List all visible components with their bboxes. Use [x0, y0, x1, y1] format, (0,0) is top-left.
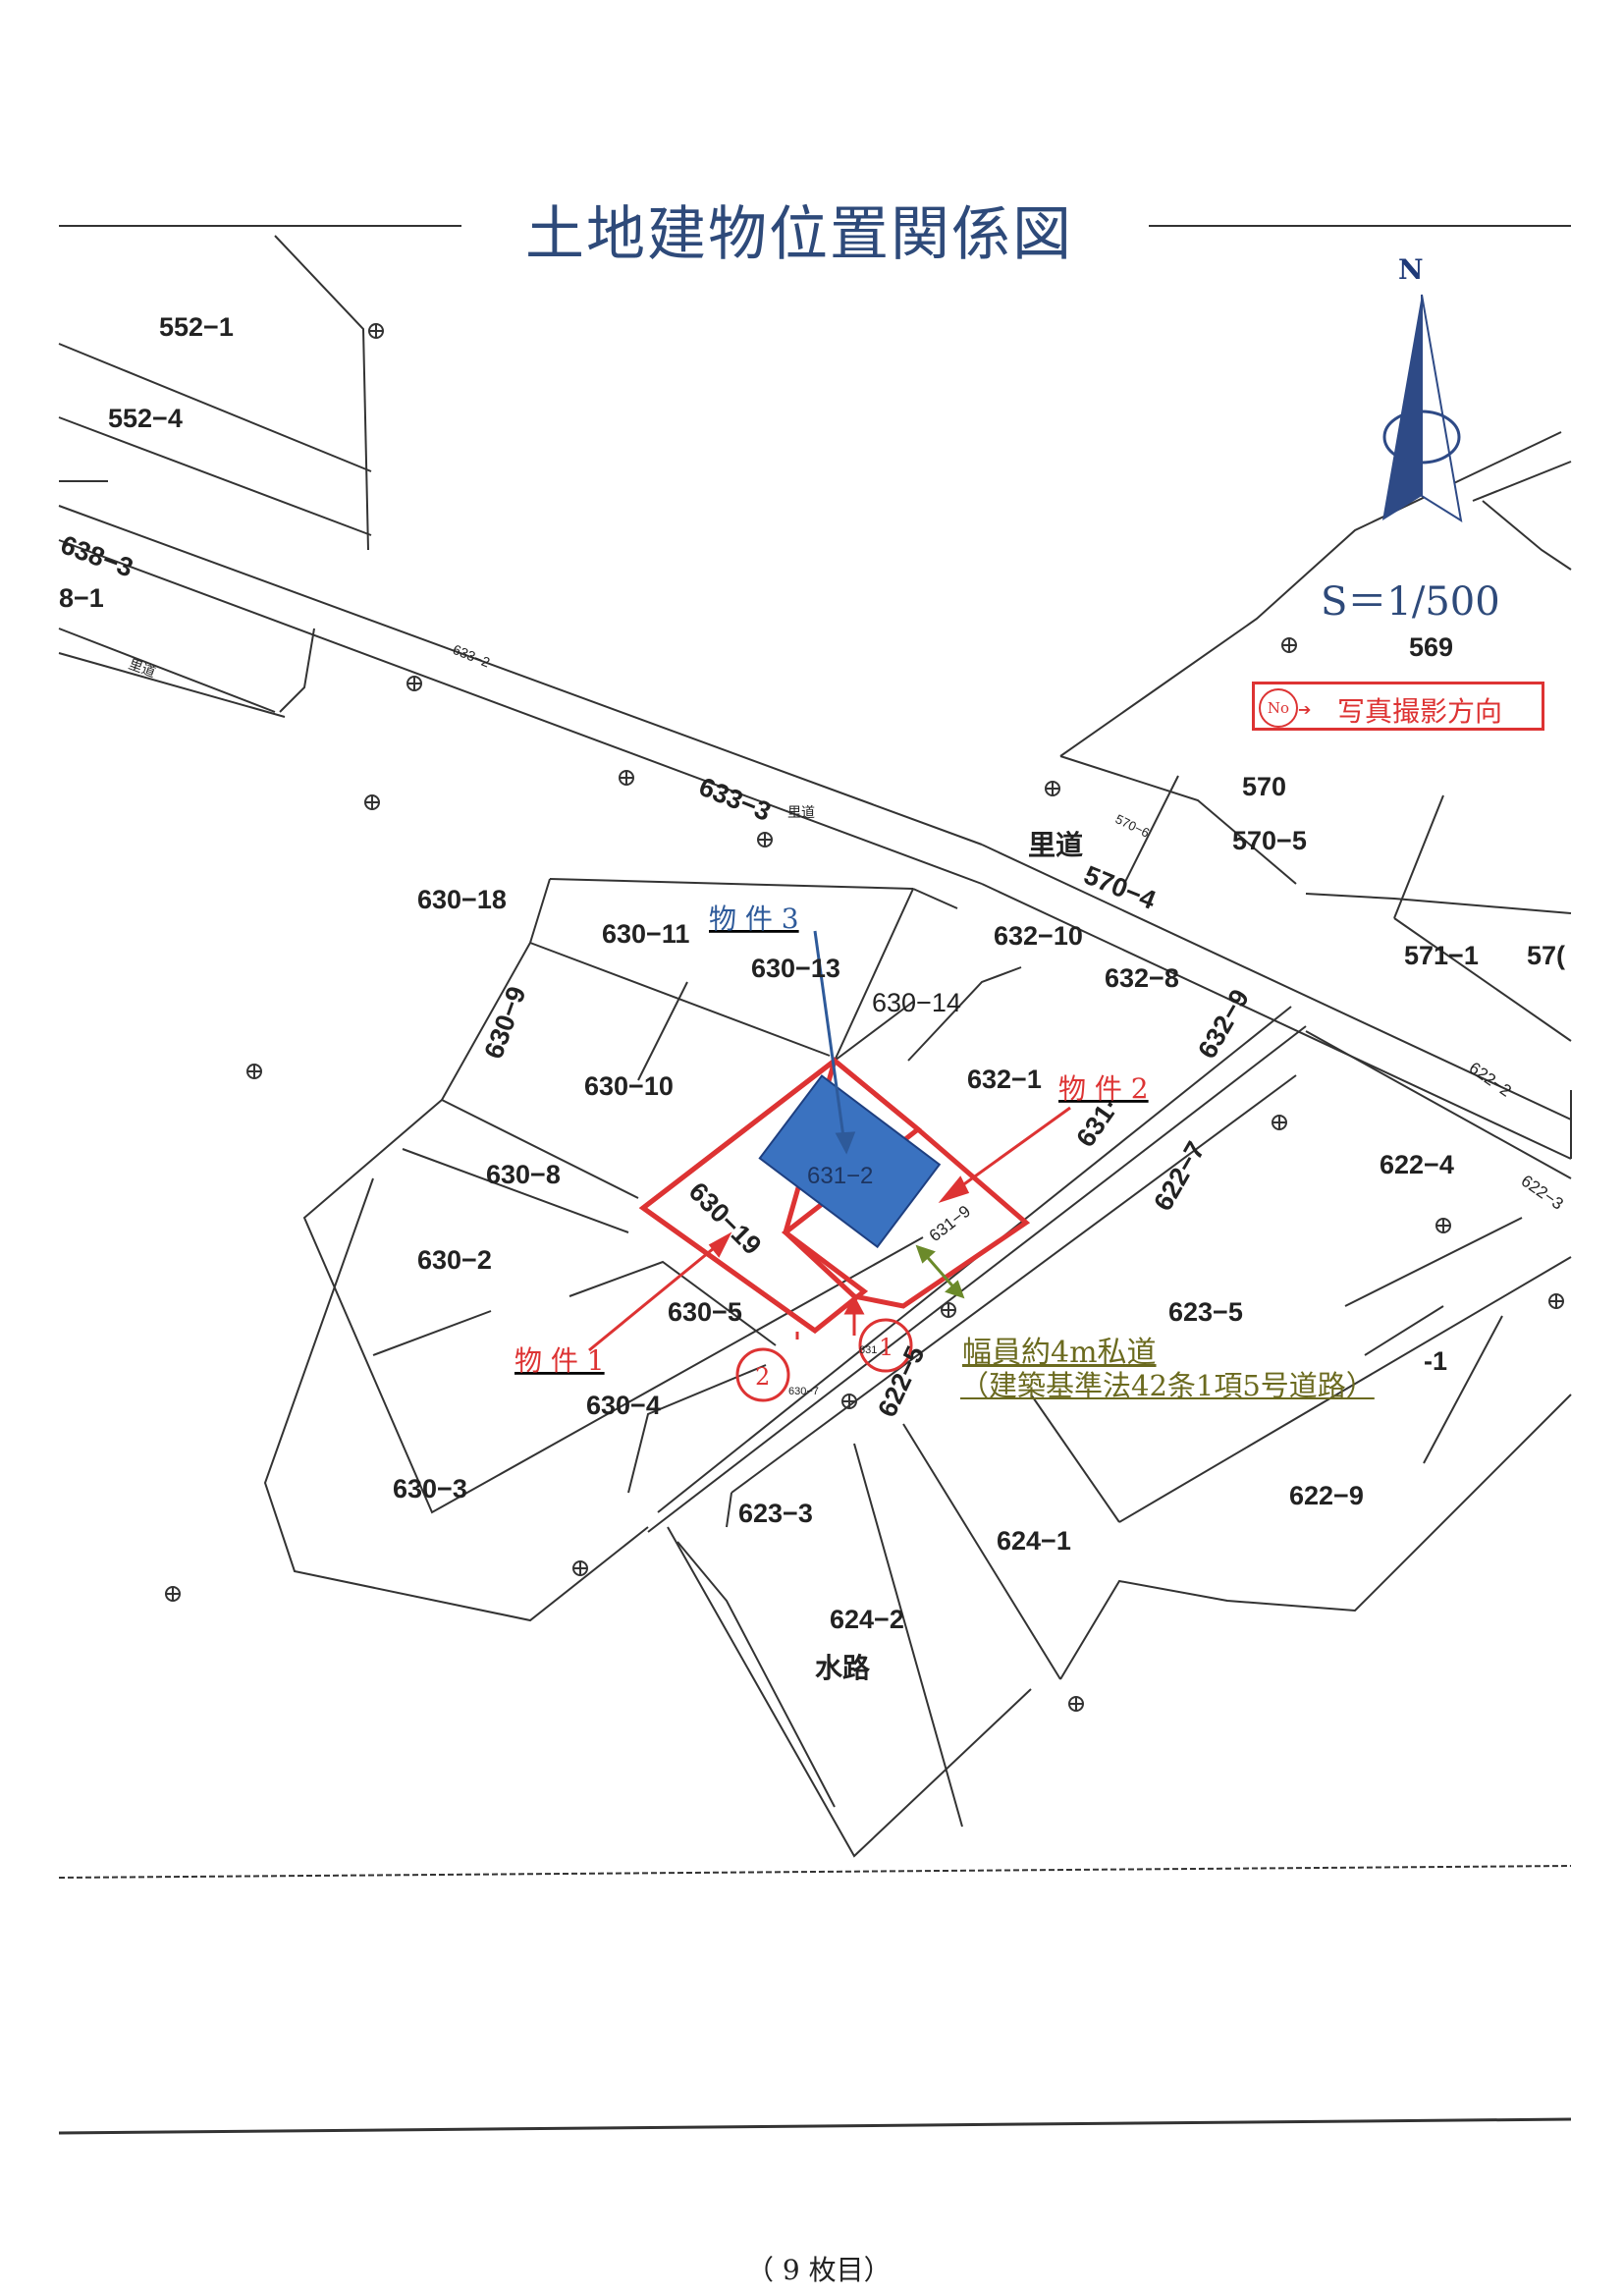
parcel-label: 630−14 — [872, 988, 961, 1017]
parcel-label: 630−5 — [668, 1297, 742, 1327]
parcel-label: 622−9 — [1289, 1481, 1364, 1510]
property-3-pointer — [813, 930, 856, 1155]
parcel-label: 633−3 — [695, 772, 776, 827]
parcel-label: 570−6 — [1113, 811, 1152, 840]
parcel-lines — [58, 235, 1572, 1858]
parcel-label: 622−4 — [1380, 1150, 1454, 1179]
photo-point-numbers: 1 2 — [755, 1334, 893, 1391]
road-width-marker — [915, 1244, 965, 1299]
photo-point-2 — [735, 1347, 790, 1402]
photo-point-2-number: 2 — [755, 1363, 770, 1391]
parcel-label: 631 — [859, 1344, 877, 1356]
building-631-2 — [758, 1074, 942, 1249]
parcel-label: 632−8 — [1105, 963, 1179, 993]
parcel-label: 570−5 — [1232, 826, 1307, 855]
parcel-label: 570−4 — [1080, 860, 1161, 915]
parcel-label: 638−3 — [57, 529, 137, 582]
parcel-label: 630−13 — [751, 954, 840, 983]
parcel-label: 630−3 — [393, 1474, 467, 1503]
photo-point-1-number: 1 — [879, 1334, 893, 1361]
parcel-label: 622−2 — [1466, 1059, 1515, 1101]
parcel-label: 623−3 — [738, 1499, 813, 1528]
photo-point-1 — [858, 1318, 913, 1373]
property-2-label: 物 件 2 — [1058, 1072, 1149, 1105]
parcel-label: 631−2 — [807, 1163, 873, 1189]
parcel-label: 633−2 — [451, 641, 493, 671]
waterway-label: 水路 — [815, 1653, 871, 1683]
property-2-outline — [783, 1056, 1031, 1309]
page-title: 土地建物位置関係図 — [525, 200, 1073, 269]
property-1-label: 物 件 1 — [514, 1344, 605, 1377]
page-number: （ 9 枚目） — [746, 2254, 892, 2286]
parcel-label: 630−4 — [586, 1391, 661, 1420]
property-pointers — [588, 1106, 1071, 1352]
benchmark-markers — [165, 323, 1564, 1712]
north-arrow-icon — [1382, 294, 1463, 523]
north-label: N — [1398, 253, 1424, 286]
footer-rules — [58, 1865, 1572, 2135]
parcel-label: 631−9 — [926, 1202, 974, 1245]
property-labels: 物 件 1 物 件 2 物 件 3 — [514, 902, 1149, 1377]
parcel-label: 632−1 — [967, 1065, 1042, 1094]
parcel-label: 8−1 — [59, 583, 104, 613]
parcel-label: 552−1 — [159, 312, 234, 342]
parcel-label: 624−1 — [997, 1526, 1071, 1556]
road-width-note-line2: （建築基準法42条1項5号道路） — [960, 1369, 1375, 1402]
parcel-label: 630−2 — [417, 1245, 492, 1275]
parcel-label: -1 — [1424, 1346, 1447, 1376]
parcel-label: 630−18 — [417, 885, 507, 914]
parcel-label: 552−4 — [108, 404, 183, 433]
road-label: 里道 — [787, 804, 815, 820]
parcel-label: 630−9 — [478, 983, 531, 1064]
parcel-label: 623−5 — [1168, 1297, 1243, 1327]
property-outlines — [638, 1056, 1031, 1335]
property-3-label: 物 件 3 — [709, 902, 799, 935]
parcel-label: 630−8 — [486, 1160, 561, 1189]
road-label: 里道 — [1028, 829, 1083, 860]
photo-point-markers — [735, 1318, 913, 1402]
road-width-note-line1: 幅員約4m私道 — [962, 1336, 1157, 1370]
parcel-label: 622−3 — [1518, 1172, 1567, 1214]
parcel-label: 570 — [1242, 772, 1286, 801]
parcel-label: 632−9 — [1192, 984, 1255, 1064]
parcel-label: 630−11 — [602, 919, 689, 949]
arrow-right-icon: ➔ — [1298, 702, 1312, 719]
legend-text: 写真撮影方向 — [1337, 695, 1503, 728]
parcel-label: 630−7 — [788, 1386, 819, 1397]
scale-label: S＝1/500 — [1321, 579, 1500, 625]
parcel-label: 630−10 — [584, 1071, 674, 1101]
photo-direction-legend: No ➔ 写真撮影方向 — [1252, 682, 1544, 731]
parcel-label: 622−7 — [1148, 1136, 1211, 1216]
parcel-label: 632−10 — [994, 921, 1083, 951]
photo-number-icon: No — [1259, 688, 1298, 728]
parcel-labels: 552−1 552−4 638−3 8−1 633−2 633−3 569 57… — [57, 312, 1567, 1683]
parcel-label: 624−2 — [830, 1605, 904, 1634]
parcel-label: 57( — [1527, 941, 1565, 970]
parcel-label: 571−1 — [1404, 941, 1479, 970]
parcel-label: 569 — [1409, 632, 1453, 662]
